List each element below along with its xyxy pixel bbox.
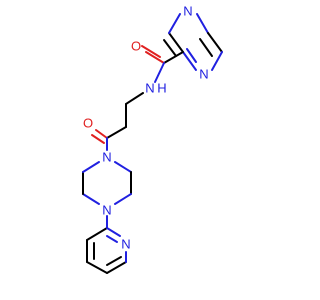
atom-h-amide: H xyxy=(157,81,166,96)
atom-n-piperazine-2: N xyxy=(102,203,111,218)
bond-pz-n2-c2 xyxy=(182,51,197,71)
bond-pz-c3-n1 xyxy=(168,13,181,34)
bond-pz-c2-c3 xyxy=(168,32,184,53)
atom-n-pyrazine-2: N xyxy=(199,67,208,82)
atom-labels: N N O N H O N N N xyxy=(83,4,209,252)
bond-camide-n xyxy=(154,62,165,83)
bond-py-c4-c5 xyxy=(86,261,108,274)
atom-n-amide: N xyxy=(145,81,154,96)
bond-cketone-o xyxy=(95,129,108,139)
bonds xyxy=(82,13,223,274)
bond-py-n-c2 xyxy=(106,227,121,237)
atom-o-amide: O xyxy=(131,39,141,54)
bond-camide-o-2 xyxy=(141,45,161,58)
bond-npip2-c3 xyxy=(82,193,100,205)
bond-npip1-c1 xyxy=(114,161,132,173)
bond-py-c5-c6 xyxy=(106,261,127,274)
bond-pz-n2-c2b xyxy=(186,48,197,63)
bond-n-ch2a xyxy=(125,92,144,105)
bond-ch2b-cketone xyxy=(106,126,127,139)
bond-pz-c4-c5 xyxy=(207,32,223,53)
bond-py-c2-c3 xyxy=(86,227,108,241)
bond-cketone-o-2 xyxy=(91,134,105,144)
atom-n-pyrazine-1: N xyxy=(183,4,192,19)
bond-pz-c4-c5b xyxy=(199,38,213,57)
bond-pip-c2-npip2 xyxy=(114,193,132,205)
bond-py-n-c2-2 xyxy=(106,235,118,243)
bond-pz-c5-n2 xyxy=(211,51,223,71)
bond-pz-n1-c4 xyxy=(196,13,209,34)
bond-camide-o xyxy=(145,51,165,64)
molecule-structure: N N O N H O N N N xyxy=(82,4,223,274)
bond-pip-c4-npip1 xyxy=(82,161,100,173)
atom-n-pyridine: N xyxy=(121,237,130,252)
atom-n-piperazine-1: N xyxy=(102,150,111,165)
bond-pz-c3-c3b xyxy=(163,39,177,57)
atom-o-ketone: O xyxy=(83,116,93,131)
bond-c2-camide xyxy=(163,51,184,64)
bond-py-c5-c6-2 xyxy=(106,256,122,266)
